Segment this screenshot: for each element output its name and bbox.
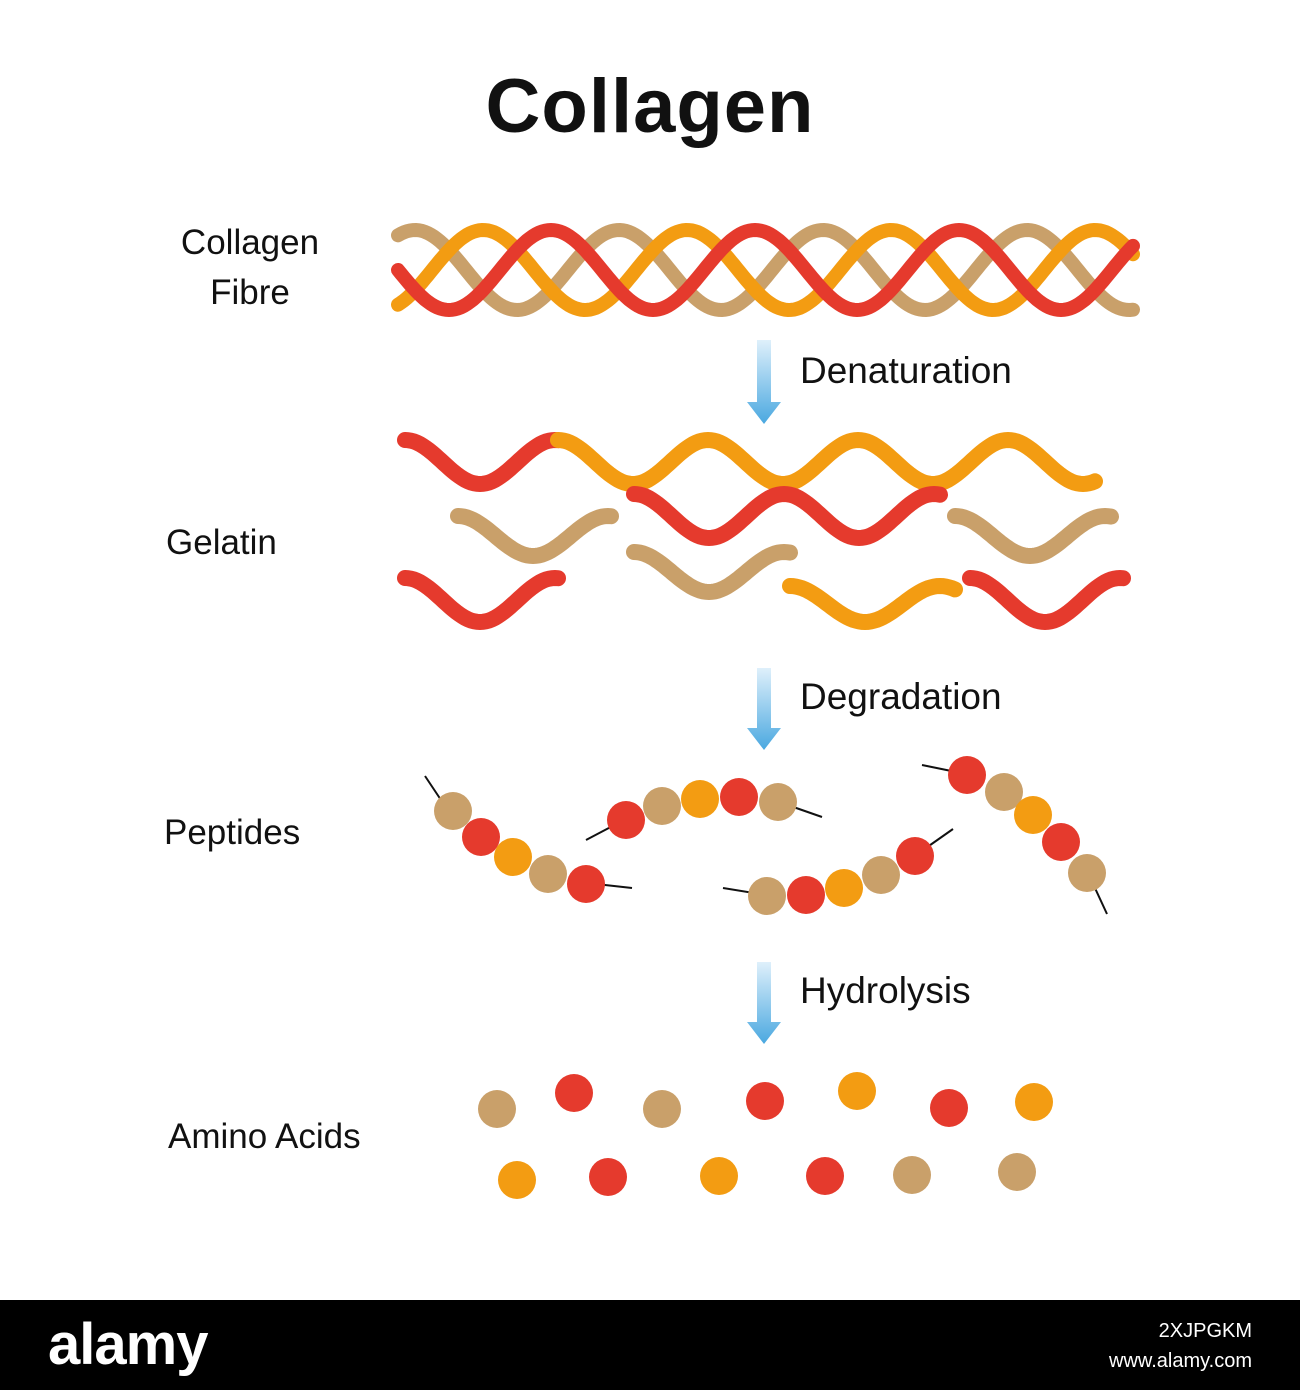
peptide-chain-2 — [585, 778, 823, 841]
collagen-fibre-label-line2: Fibre — [210, 273, 290, 312]
peptide-bead — [748, 877, 786, 915]
gelatin-strand — [450, 507, 619, 565]
peptide-bead — [1068, 854, 1106, 892]
amino-acid-bead — [478, 1090, 516, 1128]
peptide-bead — [759, 783, 797, 821]
fibre-strand-red — [391, 222, 1140, 318]
amino-acid-bead — [643, 1090, 681, 1128]
peptide-bead — [643, 787, 681, 825]
degradation-label: Degradation — [800, 676, 1002, 717]
collagen-fibre-label-line1: Collagen — [180, 223, 320, 262]
degradation-arrow — [747, 668, 781, 750]
peptide-bead — [720, 778, 758, 816]
gelatin-strands — [397, 431, 1131, 631]
gelatin-strand — [626, 543, 798, 601]
peptide-bead — [607, 801, 645, 839]
watermark-footer — [0, 1300, 1300, 1390]
fibre-strand-tan — [391, 222, 1140, 318]
peptide-bead — [948, 756, 986, 794]
amino-acid-bead — [746, 1082, 784, 1120]
gelatin-strand — [962, 569, 1131, 631]
site-url: www.alamy.com — [1109, 1350, 1252, 1372]
denaturation-arrow — [747, 340, 781, 424]
amino-acid-bead — [930, 1089, 968, 1127]
amino-acid-bead — [1015, 1083, 1053, 1121]
amino-acid-bead — [838, 1072, 876, 1110]
amino-acid-bead — [589, 1158, 627, 1196]
peptide-bead — [1014, 796, 1052, 834]
peptide-bead — [1042, 823, 1080, 861]
peptide-bead — [567, 865, 605, 903]
peptide-chain-4 — [921, 756, 1108, 915]
peptide-chain-3 — [722, 828, 954, 915]
amino-acid-bead — [806, 1157, 844, 1195]
peptide-bead — [681, 780, 719, 818]
peptide-bead — [462, 818, 500, 856]
collagen-fibre-label: Collagen Fibre — [150, 218, 350, 318]
peptide-bead — [787, 876, 825, 914]
hydrolysis-label: Hydrolysis — [800, 970, 971, 1011]
amino-acid-bead — [998, 1153, 1036, 1191]
peptide-bead — [896, 837, 934, 875]
diagram-title: Collagen — [485, 64, 815, 149]
gelatin-strand — [782, 577, 963, 631]
peptide-bead — [494, 838, 532, 876]
peptide-bead — [434, 792, 472, 830]
peptides-label: Peptides — [164, 813, 301, 852]
amino-acids-label: Amino Acids — [168, 1117, 361, 1156]
peptide-bead — [825, 869, 863, 907]
peptide-bead — [529, 855, 567, 893]
gelatin-strand — [550, 431, 1103, 493]
amino-acid-bead — [498, 1161, 536, 1199]
gelatin-strand — [397, 569, 566, 631]
amino-acid-beads — [478, 1072, 1053, 1199]
collagen-fibre-helix — [391, 222, 1140, 318]
denaturation-label: Denaturation — [800, 350, 1012, 391]
gelatin-label: Gelatin — [166, 523, 277, 562]
gelatin-strand — [947, 507, 1119, 565]
amino-acid-bead — [893, 1156, 931, 1194]
hydrolysis-arrow — [747, 962, 781, 1044]
alamy-logo: alamy — [48, 1312, 208, 1377]
amino-acid-bead — [700, 1157, 738, 1195]
peptide-bead — [985, 773, 1023, 811]
image-id: 2XJPGKM — [1158, 1320, 1252, 1342]
amino-acid-bead — [555, 1074, 593, 1112]
gelatin-strand — [626, 485, 948, 547]
peptide-bead — [862, 856, 900, 894]
gelatin-strand — [397, 431, 566, 493]
peptide-chain-1 — [424, 775, 633, 903]
collagen-diagram-art — [391, 222, 1140, 1199]
